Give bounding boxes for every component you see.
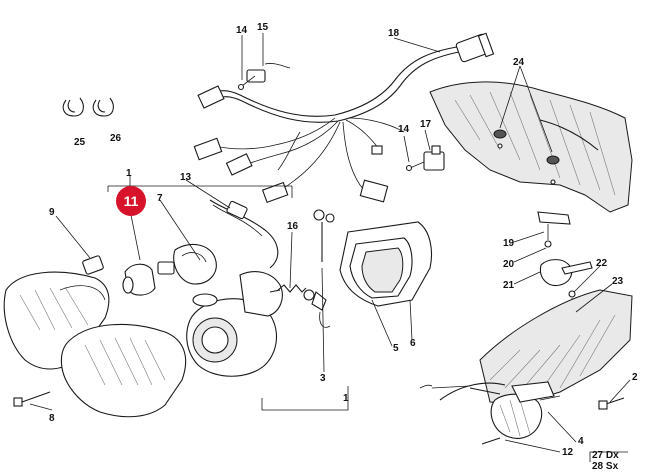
- screws: [313, 209, 335, 262]
- highlight-circle[interactable]: [116, 186, 146, 216]
- callout-1-top: 1: [126, 168, 132, 179]
- callout-labels: 1 1 2 3 4 5 6 7 8 9 12 13 14 14 15 16 17…: [49, 22, 638, 472]
- callout-16: 16: [287, 221, 299, 232]
- callout-17: 17: [420, 119, 432, 130]
- callout-14-top: 14: [236, 25, 248, 36]
- headlight-lens: [3, 271, 187, 418]
- callout-25: 25: [74, 137, 86, 148]
- callout-22: 22: [596, 258, 608, 269]
- fairing-bracket: [429, 81, 633, 213]
- sub-harness: [209, 199, 279, 269]
- highlight-label[interactable]: 11: [124, 193, 139, 209]
- callout-21: 21: [503, 280, 515, 291]
- hose-clamps: [62, 97, 114, 117]
- wiring-harness: [193, 32, 495, 204]
- callout-3: 3: [320, 373, 326, 384]
- callout-13: 13: [180, 172, 192, 183]
- callout-7: 7: [157, 193, 163, 204]
- callout-1-bottom: 1: [343, 393, 349, 404]
- turn-signal: [419, 381, 561, 439]
- callout-26: 26: [110, 133, 122, 144]
- callout-5: 5: [393, 343, 399, 354]
- projector-housing: [186, 271, 283, 377]
- callout-6: 6: [410, 338, 416, 349]
- highlighted-part-badge[interactable]: 11: [116, 186, 146, 216]
- leader-lines: [29, 33, 631, 462]
- callout-18: 18: [388, 28, 400, 39]
- lower-fairing-bracket: [439, 289, 633, 405]
- callout-28-sx: 28 Sx: [592, 461, 619, 472]
- callout-9: 9: [49, 207, 55, 218]
- harness-clip-top: [237, 63, 291, 91]
- callout-15: 15: [257, 22, 269, 33]
- callout-14-right: 14: [398, 124, 410, 135]
- relay-bracket: [405, 145, 445, 172]
- bolts: [13, 391, 625, 445]
- headlight-bulb-assembly: [82, 243, 217, 296]
- headlight-trim-frame: [339, 221, 433, 307]
- callout-12: 12: [562, 447, 574, 458]
- callout-19: 19: [503, 238, 515, 249]
- callout-23: 23: [612, 276, 624, 287]
- callout-27-dx: 27 Dx: [592, 450, 619, 461]
- callout-24: 24: [513, 57, 525, 68]
- callout-4: 4: [578, 436, 584, 447]
- callout-2: 2: [632, 372, 638, 383]
- callout-8: 8: [49, 413, 55, 424]
- callout-20: 20: [503, 259, 515, 270]
